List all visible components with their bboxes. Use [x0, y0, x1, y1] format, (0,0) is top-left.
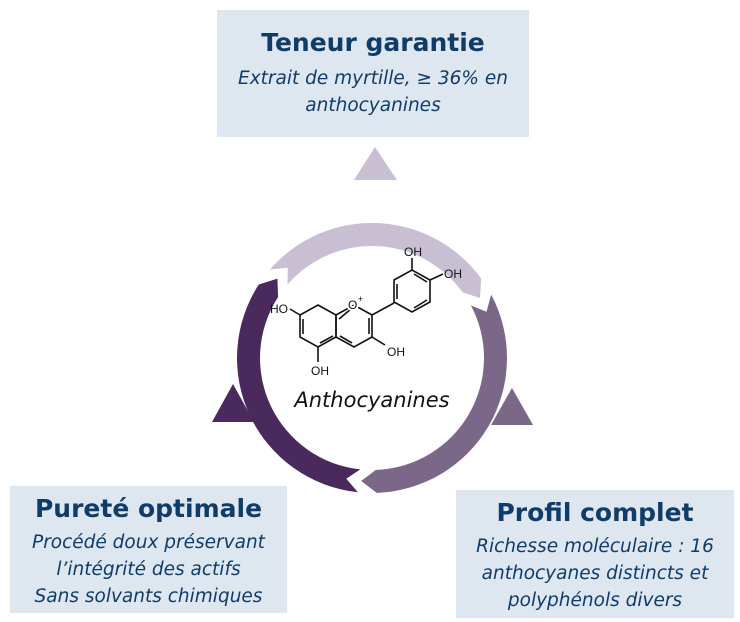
triangle-right-icon: [491, 388, 533, 425]
bottom-left-box-line: l’intégrité des actifs: [56, 559, 241, 580]
top-box-line: Extrait de myrtille, ≥ 36% en: [238, 68, 508, 89]
bottom-right-box-line: Richesse moléculaire : 16: [476, 536, 714, 557]
bottom-left-box-title: Pureté optimale: [34, 494, 263, 523]
bottom-right-box-line: polyphénols divers: [507, 590, 683, 611]
molecule-label: OH: [404, 245, 422, 259]
bottom-left-box-line: Sans solvants chimiques: [34, 586, 263, 607]
molecule-label: O: [348, 298, 357, 312]
bottom-right-box: Profil complet Richesse moléculaire : 16…: [456, 490, 734, 618]
bottom-right-box-title: Profil complet: [496, 498, 694, 527]
top-box-line: anthocyanines: [305, 95, 441, 116]
molecule-label: +: [358, 294, 363, 304]
molecule-icon: [289, 258, 444, 362]
triangle-top-icon: [354, 147, 397, 180]
molecule-label: HO: [270, 302, 288, 316]
arc-arrow-top: [270, 222, 482, 299]
center-label: Anthocyanines: [294, 388, 450, 412]
top-box: Teneur garantie Extrait de myrtille, ≥ 3…: [217, 10, 529, 137]
top-box-title: Teneur garantie: [261, 28, 485, 57]
molecule-label: OH: [444, 267, 462, 281]
bottom-left-box-line: Procédé doux préservant: [32, 532, 265, 553]
bottom-right-box-line: anthocyanes distincts et: [481, 563, 709, 584]
arc-arrow-right: [361, 294, 508, 493]
triangle-left-icon: [212, 384, 254, 422]
bottom-left-box: Pureté optimale Procédé doux préservant …: [10, 486, 287, 613]
molecule-label: OH: [387, 345, 405, 359]
molecule-label: OH: [311, 364, 329, 378]
arc-arrow-left: [237, 278, 361, 493]
